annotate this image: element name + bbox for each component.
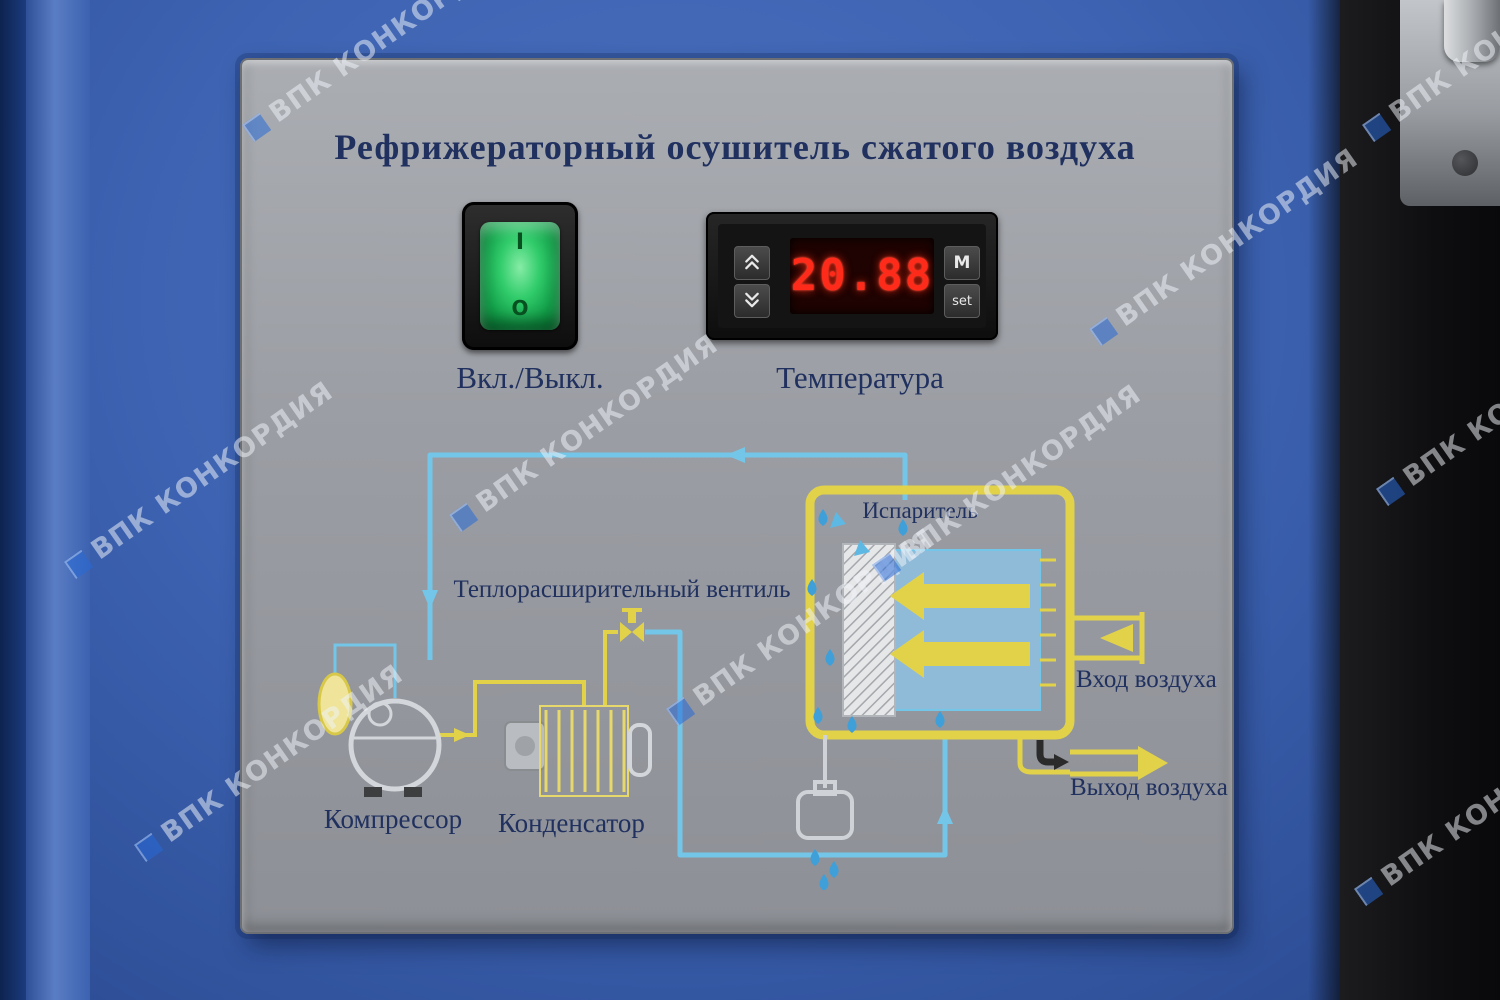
filter-drier xyxy=(628,723,652,777)
switch-off-marking: O xyxy=(511,296,529,320)
cabinet-left-edge xyxy=(0,0,26,1000)
condenser xyxy=(504,705,652,797)
chevron-double-down-icon xyxy=(742,290,762,313)
flow-arrow-up-icon xyxy=(937,806,953,824)
airflow-arrow-icon xyxy=(890,572,1030,620)
blue-cube-logo-icon xyxy=(133,832,164,863)
air-outlet-label: Выход воздуха xyxy=(1070,774,1228,801)
condenser-label: Конденсатор xyxy=(498,808,645,838)
cabinet-left-band xyxy=(26,0,90,1000)
switch-on-marking: I xyxy=(515,230,525,255)
air-inlet-label: Вход воздуха xyxy=(1076,666,1217,693)
air-inlet-pipe xyxy=(1072,612,1145,664)
air-out-arrow-icon xyxy=(1138,746,1168,780)
up-button[interactable] xyxy=(734,246,770,280)
flow-arrow-down-icon xyxy=(422,590,438,609)
expansion-valve xyxy=(620,608,644,642)
flow-arrow-left-icon xyxy=(726,447,745,463)
air-in-arrow-icon xyxy=(1100,624,1133,652)
power-switch-label: Вкл./Выкл. xyxy=(456,360,604,395)
power-switch-rocker[interactable] xyxy=(480,222,560,330)
heat-exchanger-mesh xyxy=(842,543,896,717)
discharge-line xyxy=(440,630,618,742)
expansion-valve-label: Теплорасширительный вентиль xyxy=(453,576,791,603)
suction-line xyxy=(333,447,908,698)
compressor xyxy=(348,698,442,797)
liquid-line xyxy=(645,629,953,858)
evaporator-label: Испаритель xyxy=(862,498,978,523)
set-button[interactable]: set xyxy=(944,284,980,318)
flow-arrow-right-icon xyxy=(454,728,470,742)
evaporator xyxy=(805,485,1075,740)
cabinet-right-shadow xyxy=(1308,0,1340,1000)
airflow-arrow-icon xyxy=(890,630,1030,678)
refrigeration-diagram xyxy=(317,447,1168,890)
down-button[interactable] xyxy=(734,284,770,318)
panel-title: Рефрижераторный осушитель сжатого воздух… xyxy=(334,127,1136,167)
drain-separator xyxy=(796,735,854,890)
display-value: 20.88 xyxy=(790,250,934,301)
elbow-arrow-icon xyxy=(1036,740,1056,766)
air-outlet-pipe xyxy=(1017,735,1168,780)
mode-button[interactable]: M xyxy=(944,246,980,280)
metal-knob xyxy=(1452,150,1478,176)
chevron-double-up-icon xyxy=(742,252,762,275)
controller-display: 20.88 xyxy=(790,238,934,314)
compressor-label: Компрессор xyxy=(323,804,463,834)
metal-cylinder xyxy=(1444,0,1500,62)
receiver xyxy=(317,672,353,736)
temperature-label: Температура xyxy=(776,360,944,395)
